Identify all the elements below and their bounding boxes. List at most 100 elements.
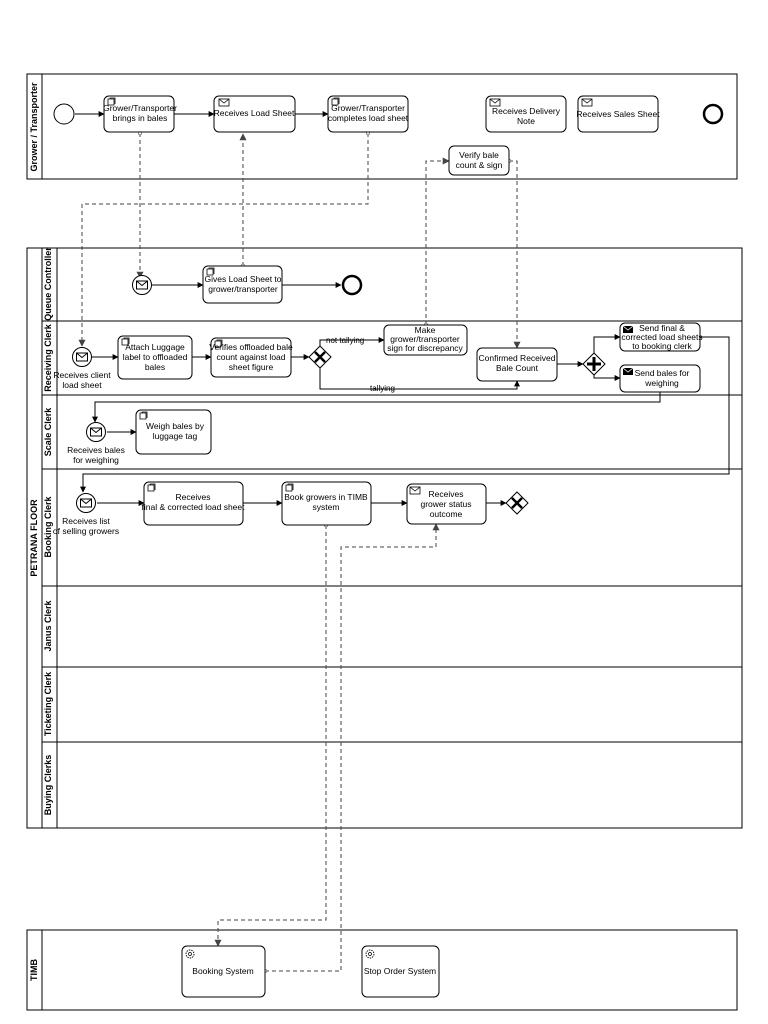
lane-label-scale: Scale Clerk [43, 407, 53, 457]
svg-text:sheet figure: sheet figure [229, 362, 274, 372]
task-booking-system: Booking System [181, 945, 266, 998]
exclusive-gateway [505, 491, 529, 515]
svg-text:Verifies offloaded bale: Verifies offloaded bale [209, 342, 293, 352]
svg-text:Booking System: Booking System [192, 966, 253, 976]
task-confirmed-count: Confirmed Received Bale Count [476, 347, 558, 382]
task-receives-status: Receives grower status outcome [406, 483, 487, 525]
svg-text:weighing: weighing [644, 378, 679, 388]
x-gateway-icon [511, 497, 523, 509]
pool-label-timb: TIMB [29, 959, 39, 981]
hand-icon [107, 97, 116, 106]
task-make-sign: Make grower/transporter sign for discrep… [383, 324, 468, 356]
svg-text:Send bales for: Send bales for [635, 368, 690, 378]
message-start-event [76, 493, 96, 513]
svg-text:Receives Delivery: Receives Delivery [492, 106, 561, 116]
task-verifies-count: Verifies offloaded bale count against lo… [209, 337, 293, 378]
task-send-bales: Send bales for weighing [619, 364, 701, 393]
svg-text:Receives bales: Receives bales [67, 445, 125, 455]
lane-label-buying: Buying Clerks [43, 755, 53, 816]
event-label-receives-bales-weighing: Receives bales for weighing [67, 445, 125, 465]
svg-text:Receives: Receives [176, 492, 211, 502]
svg-text:grower/transporter: grower/transporter [208, 284, 278, 294]
hand-icon [147, 483, 156, 492]
hand-icon [285, 483, 294, 492]
filled-envelope-icon [622, 367, 634, 375]
svg-text:Confirmed Received: Confirmed Received [478, 353, 555, 363]
svg-text:Grower/Transporter: Grower/Transporter [103, 103, 177, 113]
lane-label-receiving: Receiving Clerk [43, 323, 53, 392]
svg-text:Grower/Transporter: Grower/Transporter [331, 103, 405, 113]
exclusive-gateway [308, 345, 332, 369]
svg-text:to booking clerk: to booking clerk [632, 341, 692, 351]
svg-text:system: system [313, 502, 340, 512]
filled-envelope-icon [622, 325, 634, 333]
svg-text:load sheet: load sheet [62, 380, 102, 390]
svg-text:Receives: Receives [429, 489, 464, 499]
task-stop-order-system: Stop Order System [361, 945, 440, 998]
message-start-event [72, 347, 92, 367]
svg-text:Book growers in TIMB: Book growers in TIMB [284, 492, 368, 502]
svg-text:Attach Luggage: Attach Luggage [125, 342, 185, 352]
hand-icon [331, 97, 340, 106]
task-weigh-bales: Weigh bales by luggage tag [135, 409, 212, 455]
task-completes-load-sheet: Grower/Transporter completes load sheet [327, 95, 409, 133]
hand-icon [214, 339, 223, 348]
pool-label-grower: Grower / Transporter [29, 82, 39, 172]
flow-label-not-tallying: not tallying [326, 336, 364, 345]
svg-text:outcome: outcome [430, 509, 463, 519]
lane-label-booking: Booking Clerk [43, 496, 53, 558]
svg-text:label to offloaded: label to offloaded [123, 352, 188, 362]
svg-text:Receives Load Sheet: Receives Load Sheet [214, 108, 295, 118]
svg-text:count & sign: count & sign [456, 160, 503, 170]
svg-text:grower status: grower status [420, 499, 471, 509]
envelope-icon [489, 98, 501, 107]
svg-text:count against load: count against load [217, 352, 286, 362]
svg-text:Make: Make [415, 325, 436, 335]
gear-icon [185, 949, 195, 959]
end-event [341, 274, 363, 296]
task-gives-load-sheet: Gives Load Sheet to grower/transporter [202, 265, 283, 304]
message-flows [78, 130, 521, 974]
plus-gateway-icon [587, 357, 601, 371]
svg-text:Bale Count: Bale Count [496, 363, 539, 373]
start-event [53, 103, 75, 125]
pool-label-floor: PETRANA FLOOR [29, 499, 39, 577]
svg-text:grower/transporter: grower/transporter [390, 334, 460, 344]
hand-icon [121, 337, 130, 346]
sequence-flows [75, 111, 730, 506]
task-verify-bale: Verify bale count & sign [448, 145, 510, 176]
svg-text:Receives Sales Sheet: Receives Sales Sheet [576, 109, 660, 119]
svg-text:Verify bale: Verify bale [459, 150, 499, 160]
end-event [702, 103, 724, 125]
svg-text:completes load sheet: completes load sheet [328, 113, 409, 123]
svg-text:sign for discrepancy: sign for discrepancy [387, 343, 463, 353]
task-receives-sales-sheet: Receives Sales Sheet [576, 95, 660, 133]
svg-text:corrected load sheets: corrected load sheets [621, 332, 702, 342]
message-start-event [86, 422, 106, 442]
gear-icon [365, 949, 375, 959]
svg-text:Stop Order System: Stop Order System [364, 966, 436, 976]
svg-text:bales: bales [145, 362, 165, 372]
svg-text:Receives list: Receives list [62, 516, 110, 526]
svg-text:Gives Load Sheet to: Gives Load Sheet to [204, 274, 281, 284]
svg-text:final & corrected load sheet: final & corrected load sheet [141, 502, 245, 512]
task-send-final: Send final & corrected load sheets to bo… [619, 322, 703, 352]
envelope-icon [581, 98, 593, 107]
task-attach-luggage: Attach Luggage label to offloaded bales [117, 335, 193, 380]
hand-icon [139, 411, 148, 420]
svg-text:Receives client: Receives client [53, 370, 111, 380]
hand-icon [206, 267, 215, 276]
svg-text:Send final &: Send final & [639, 323, 685, 333]
envelope-icon [409, 486, 421, 495]
svg-text:of selling growers: of selling growers [53, 526, 119, 536]
lane-label-janus: Janus Clerk [43, 599, 53, 651]
svg-text:brings in bales: brings in bales [113, 113, 168, 123]
flow-label-tallying: tallying [370, 384, 395, 393]
envelope-icon [218, 98, 230, 107]
x-gateway-icon [314, 351, 326, 363]
event-label-receives-client-load-sheet: Receives client load sheet [53, 370, 111, 390]
message-start-event [132, 275, 152, 295]
svg-text:Weigh bales by: Weigh bales by [146, 421, 205, 431]
svg-text:for weighing: for weighing [73, 455, 119, 465]
